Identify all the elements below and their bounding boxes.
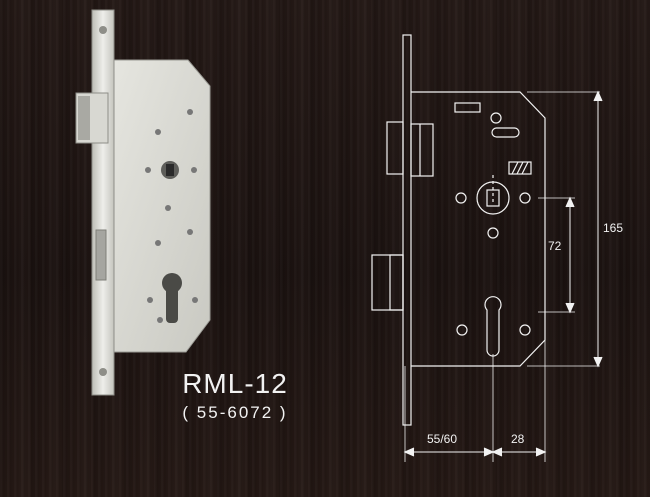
drawing-case (411, 91, 546, 367)
deadbolt-slot (95, 229, 107, 281)
dimension-height: 165 (603, 221, 623, 235)
drawing-spindle (476, 181, 510, 215)
drawing-hatch (508, 161, 532, 175)
drawing-top-slot (454, 102, 481, 113)
drawing-latch (386, 121, 404, 175)
model-code: ( 55-6072 ) (182, 403, 288, 422)
drawing-faceplate (402, 34, 412, 426)
drawing-deadbolt (371, 254, 404, 311)
faceplate-screw-bottom (99, 368, 107, 376)
model-name: RML-12 (182, 368, 288, 399)
dimension-backset: 55/60 (427, 432, 457, 446)
dimension-width: 28 (511, 432, 525, 446)
drawing-keyhole (484, 296, 502, 357)
product-label: RML-12 ( 55-6072 ) (150, 368, 320, 424)
dimension-center: 72 (548, 239, 562, 253)
faceplate-screw-top (99, 26, 107, 34)
